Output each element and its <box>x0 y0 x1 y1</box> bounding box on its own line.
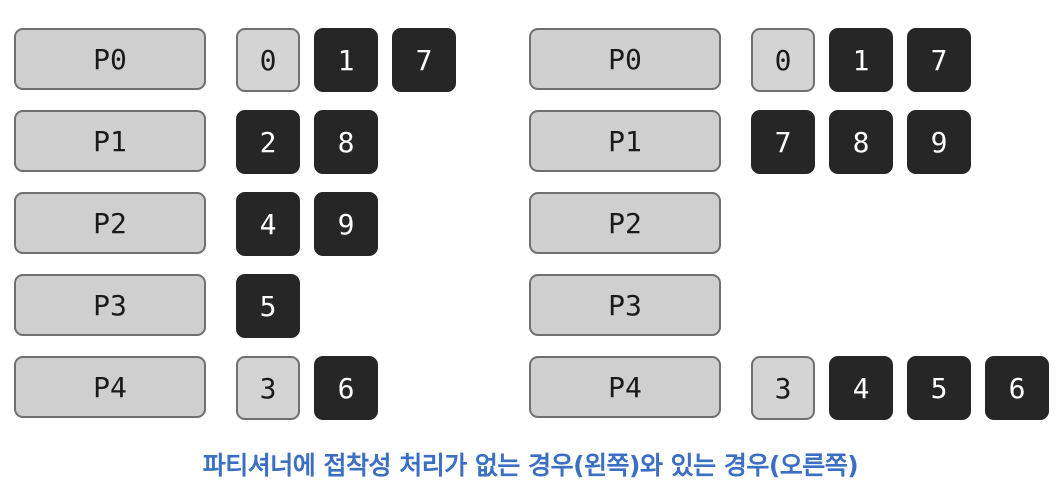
record-box: 0 <box>751 28 815 92</box>
figure-caption: 파티셔너에 접착성 처리가 없는 경우(왼쪽)와 있는 경우(오른쪽) <box>202 451 859 480</box>
record-box: 7 <box>392 28 456 92</box>
record-box: 7 <box>751 110 815 174</box>
record-box: 0 <box>236 28 300 92</box>
partition-box: P1 <box>14 110 206 172</box>
partition-row-p3: P3 <box>515 274 1061 340</box>
record-box: 8 <box>314 110 378 174</box>
partition-box: P3 <box>529 274 721 336</box>
record-box: 3 <box>751 356 815 420</box>
record-box: 5 <box>907 356 971 420</box>
record-box: 9 <box>907 110 971 174</box>
record-box: 4 <box>236 192 300 256</box>
record-box: 8 <box>829 110 893 174</box>
record-box: 7 <box>907 28 971 92</box>
partition-box: P1 <box>529 110 721 172</box>
record-box: 1 <box>314 28 378 92</box>
partition-box: P3 <box>14 274 206 336</box>
partition-row-p2: P2 <box>515 192 1061 258</box>
partition-box: P2 <box>14 192 206 254</box>
record-box: 2 <box>236 110 300 174</box>
record-box: 5 <box>236 274 300 338</box>
partition-box: P4 <box>14 356 206 418</box>
partition-box: P0 <box>14 28 206 90</box>
record-box: 1 <box>829 28 893 92</box>
partition-row-p3: P3 5 <box>0 274 546 340</box>
partition-box: P0 <box>529 28 721 90</box>
record-box: 6 <box>314 356 378 420</box>
partition-box: P2 <box>529 192 721 254</box>
record-box: 3 <box>236 356 300 420</box>
record-box: 4 <box>829 356 893 420</box>
record-box: 9 <box>314 192 378 256</box>
record-box: 6 <box>985 356 1049 420</box>
partition-box: P4 <box>529 356 721 418</box>
